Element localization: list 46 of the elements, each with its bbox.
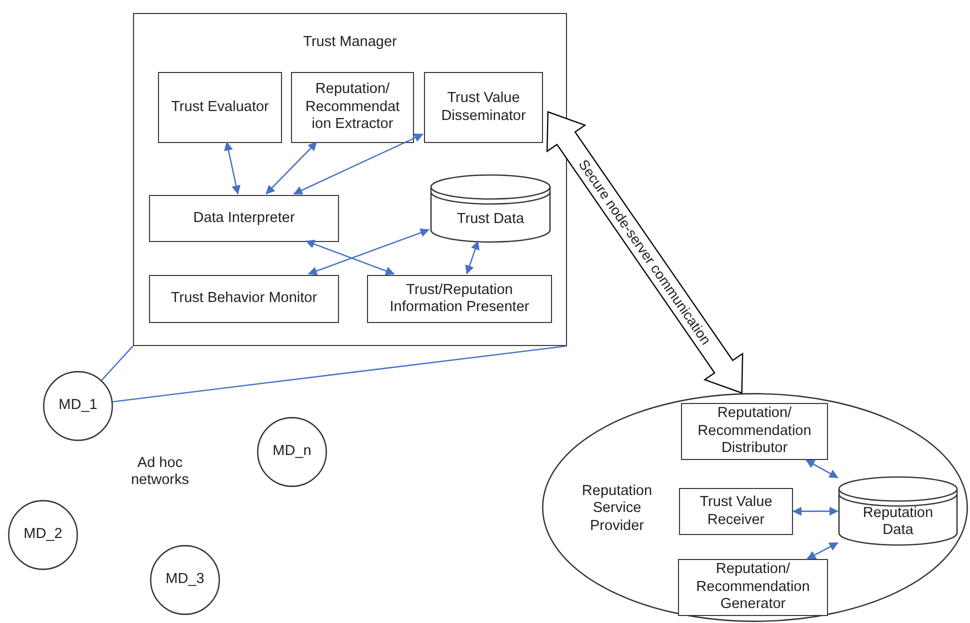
arrow <box>266 142 318 194</box>
device-circle <box>257 417 327 487</box>
arrow <box>306 240 395 276</box>
arrow <box>308 228 430 276</box>
node-label: Trust Behavior Monitor <box>170 290 318 308</box>
node-label: Trust Evaluator <box>171 98 269 116</box>
node-label: Trust Value Receiver <box>698 494 774 529</box>
server-ellipse <box>542 393 968 622</box>
component-box <box>681 403 828 460</box>
component-box <box>149 195 339 242</box>
component-box <box>424 72 543 143</box>
arrow <box>465 240 480 274</box>
node-label: Trust Data <box>456 210 526 228</box>
node-label: Reputation/ Recommendation Distributor <box>696 405 812 458</box>
node-label: Trust Manager <box>302 34 398 50</box>
node-label: MD_3 <box>166 571 204 589</box>
component-box <box>679 488 793 535</box>
node-label: Trust Value Disseminator <box>440 90 527 125</box>
node-label: Reputation/ Recommendat ion Extractor <box>304 81 401 134</box>
device-circle <box>150 545 220 615</box>
arrow <box>806 459 838 478</box>
connector-line <box>101 346 134 381</box>
node-label: Reputation/ Recommendation Generator <box>695 561 811 614</box>
component-frame <box>133 13 567 346</box>
database-cylinder <box>430 175 551 242</box>
component-box <box>678 559 828 616</box>
network-label: Ad hoc networks <box>130 455 190 490</box>
arrow <box>224 142 240 194</box>
component-box <box>149 275 339 323</box>
database-cylinder <box>838 477 958 545</box>
arrow <box>806 542 838 560</box>
device-circle <box>8 500 78 570</box>
component-box <box>367 275 552 323</box>
node-label: Reputation Service Provider <box>580 483 654 536</box>
device-circle <box>43 371 113 441</box>
node-label: MD_1 <box>58 397 98 415</box>
component-box <box>291 72 414 143</box>
node-label: Data Interpreter <box>193 210 295 228</box>
node-label: Trust/Reputation Information Presenter <box>388 282 530 316</box>
component-box <box>158 72 282 143</box>
arrow <box>792 506 838 516</box>
node-label: MD_2 <box>24 526 62 544</box>
arrow <box>293 133 424 195</box>
node-label: MD_n <box>272 443 312 461</box>
node-label: Reputation Data <box>862 504 934 540</box>
connector-line <box>112 345 568 402</box>
